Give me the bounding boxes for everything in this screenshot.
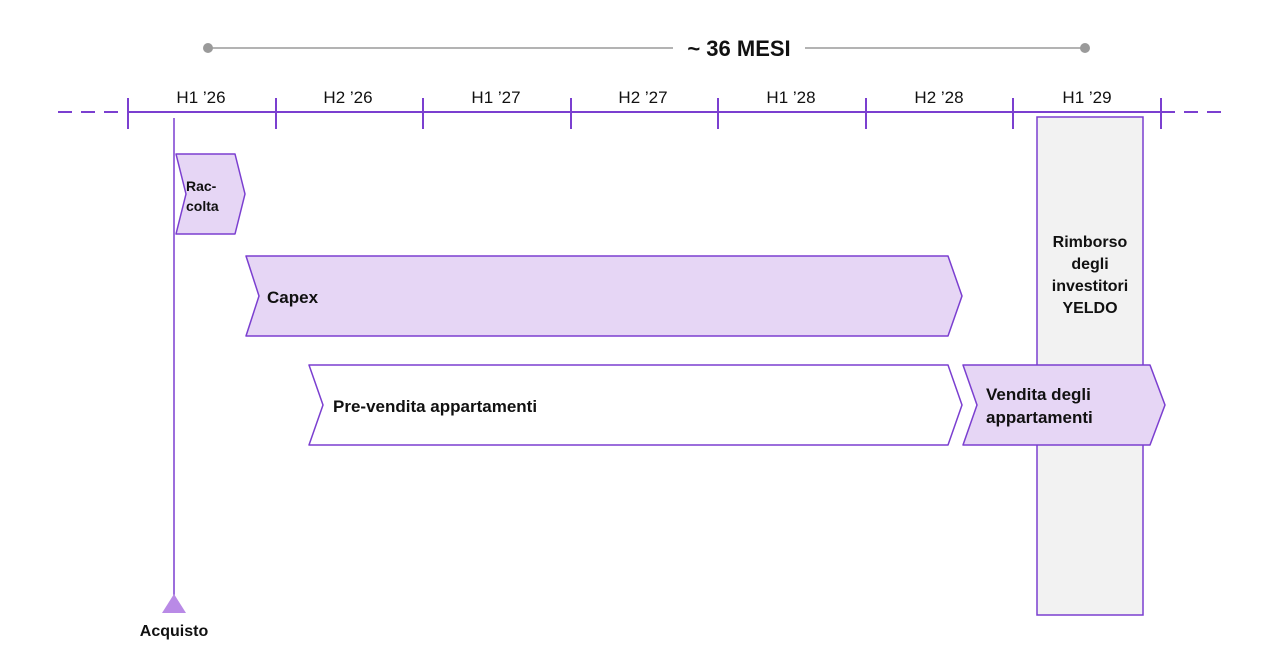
- vendita-label-line1: Vendita degli: [986, 385, 1091, 404]
- timeline-axis: [58, 98, 1228, 129]
- duration-dot-end: [1080, 43, 1090, 53]
- rimborso-label-line2: degli: [1071, 256, 1108, 273]
- period-label: H1 ’28: [766, 88, 815, 107]
- task-raccolta: Rac- colta: [175, 153, 246, 235]
- period-label: H2 ’28: [914, 88, 963, 107]
- duration-dot-start: [203, 43, 213, 53]
- rimborso-label-line4: YELDO: [1062, 300, 1117, 317]
- period-label: H2 ’27: [618, 88, 667, 107]
- prevendita-label: Pre-vendita appartamenti: [333, 397, 537, 416]
- vendita-label-line2: appartamenti: [986, 408, 1093, 427]
- task-vendita: Vendita degli appartamenti: [962, 364, 1166, 446]
- raccolta-label-line1: Rac-: [186, 178, 217, 194]
- raccolta-label-line2: colta: [186, 198, 219, 214]
- period-label: H1 ’27: [471, 88, 520, 107]
- milestone-acquisto: Acquisto: [140, 118, 209, 640]
- period-labels: H1 ’26 H2 ’26 H1 ’27 H2 ’27 H1 ’28 H2 ’2…: [176, 88, 1111, 107]
- duration-bracket: ~ 36 MESI: [203, 36, 1090, 61]
- period-label: H2 ’26: [323, 88, 372, 107]
- rimborso-label-line3: investitori: [1052, 278, 1128, 295]
- prevendita-arrow: [308, 364, 963, 446]
- milestone-triangle-icon: [162, 594, 186, 613]
- period-label: H1 ’26: [176, 88, 225, 107]
- period-label: H1 ’29: [1062, 88, 1111, 107]
- duration-label: ~ 36 MESI: [687, 36, 790, 61]
- milestone-label: Acquisto: [140, 623, 209, 640]
- task-capex: Capex: [245, 255, 963, 337]
- rimborso-label-line1: Rimborso: [1053, 234, 1128, 251]
- vendita-arrow: [962, 364, 1166, 446]
- capex-label: Capex: [267, 288, 319, 307]
- task-prevendita: Pre-vendita appartamenti: [308, 364, 963, 446]
- rimborso-label: Rimborso degli investitori YELDO: [1052, 234, 1128, 317]
- capex-arrow: [245, 255, 963, 337]
- raccolta-arrow: [175, 153, 246, 235]
